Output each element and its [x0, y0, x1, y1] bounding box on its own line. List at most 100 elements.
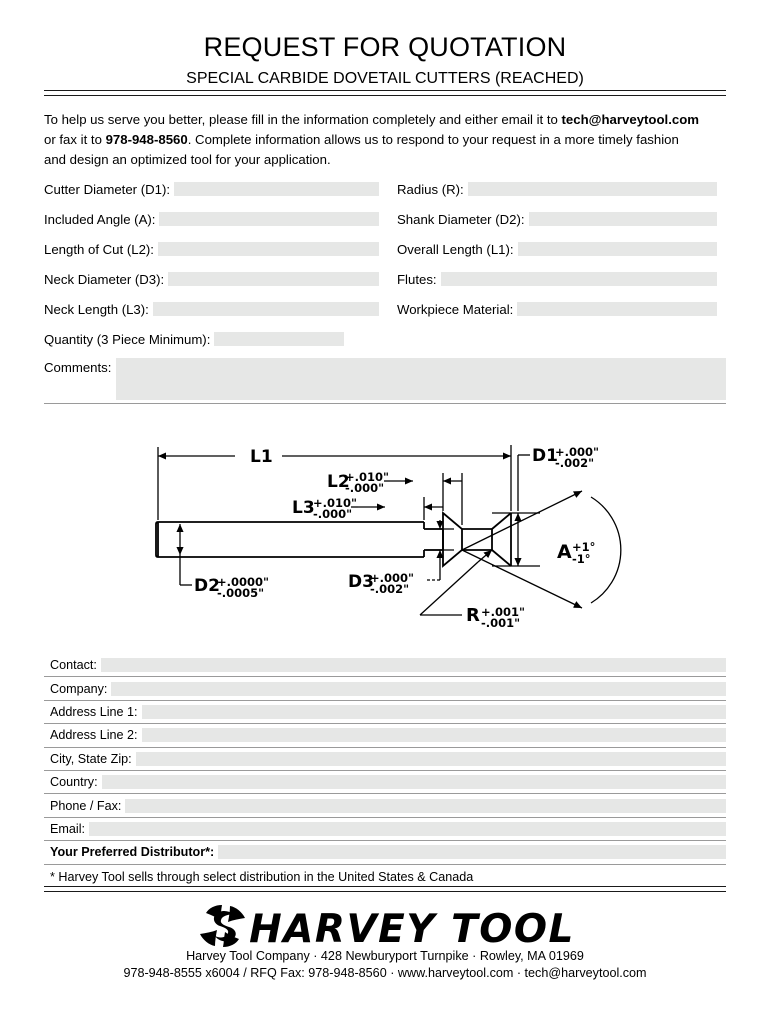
spec-input-neck-diameter[interactable] — [168, 272, 379, 286]
intro-text-part2: or fax it to — [44, 132, 106, 147]
intro-fax: 978-948-8560 — [105, 132, 188, 147]
diagram-label-l2-tol-lower: -.000" — [345, 481, 384, 495]
diagram-label-d3: D3 — [348, 572, 374, 592]
section-divider — [44, 403, 726, 404]
contact-label: City, State Zip: — [50, 751, 132, 766]
spec-row-length-of-cut: Length of Cut (L2): — [44, 234, 379, 264]
diagram-label-d1: D1 — [532, 446, 558, 466]
diagram-label-l3-tol-lower: -.000" — [313, 507, 352, 521]
diagram-label-l1: L1 — [250, 447, 273, 467]
spec-row-workpiece-material: Workpiece Material: — [397, 294, 717, 324]
contact-label: Email: — [50, 821, 85, 836]
comments-field-row: Comments: — [44, 358, 726, 400]
spec-input-cutter-diameter[interactable] — [174, 182, 379, 196]
spec-label: Cutter Diameter (D1): — [44, 181, 171, 197]
contact-input-address-1[interactable] — [141, 704, 726, 719]
spec-row-included-angle: Included Angle (A): — [44, 204, 379, 234]
spec-row-neck-diameter: Neck Diameter (D3): — [44, 264, 379, 294]
contact-input-address-2[interactable] — [141, 728, 726, 743]
diagram-label-l3: L3 — [292, 498, 315, 518]
page-subtitle: SPECIAL CARBIDE DOVETAIL CUTTERS (REACHE… — [186, 70, 584, 87]
contact-row-address-1: Address Line 1: — [44, 699, 726, 723]
diagram-label-d2: D2 — [194, 576, 220, 596]
spec-input-neck-length[interactable] — [152, 302, 379, 316]
contact-row-phone-fax: Phone / Fax: — [44, 793, 726, 816]
contact-input-phone-fax[interactable] — [125, 798, 726, 813]
diagram-label-d3-tol-upper: +.000" — [370, 571, 414, 585]
contact-input-country[interactable] — [101, 775, 726, 790]
spec-row-radius: Radius (R): — [397, 174, 717, 204]
spec-input-radius[interactable] — [467, 182, 717, 196]
spec-label: Neck Length (L3): — [44, 301, 149, 317]
diagram-label-r-tol-upper: +.001" — [481, 605, 525, 619]
spec-label: Included Angle (A): — [44, 211, 156, 227]
spec-fields-left-column: Cutter Diameter (D1): Included Angle (A)… — [44, 174, 379, 354]
diagram-label-a: A — [557, 541, 572, 563]
contact-input-contact[interactable] — [100, 658, 726, 673]
contact-label: Contact: — [50, 658, 97, 673]
header-divider — [44, 90, 726, 96]
spec-row-flutes: Flutes: — [397, 264, 717, 294]
diagram-label-d1-tol-upper: +.000" — [555, 445, 599, 459]
diagram-label-r-tol-lower: -.001" — [481, 616, 520, 630]
page-title: REQUEST FOR QUOTATION — [203, 32, 567, 62]
harvey-tool-logo: HARVEY TOOL — [0, 901, 770, 958]
spec-label: Workpiece Material: — [397, 301, 514, 317]
spec-fields-right-column: Radius (R): Shank Diameter (D2): Overall… — [397, 174, 717, 324]
contact-label: Company: — [50, 681, 108, 696]
contact-input-preferred-distributor[interactable] — [218, 845, 726, 860]
spec-input-length-of-cut[interactable] — [157, 242, 379, 256]
contact-input-company[interactable] — [111, 681, 726, 696]
intro-paragraph: To help us serve you better, please fill… — [44, 110, 704, 170]
diagram-label-d2-tol-upper: +.0000" — [217, 575, 269, 589]
spec-row-neck-length: Neck Length (L3): — [44, 294, 379, 324]
contact-label: Country: — [50, 775, 98, 790]
contact-label: Address Line 2: — [50, 728, 138, 743]
contact-input-city-state-zip[interactable] — [135, 751, 726, 766]
contact-label: Your Preferred Distributor*: — [50, 845, 215, 860]
diagram-label-l2-tol-upper: +.010" — [345, 470, 389, 484]
contact-information-table: Contact: Company: Address Line 1: Addres… — [44, 654, 726, 889]
contact-row-contact: Contact: — [44, 654, 726, 676]
comments-textarea[interactable] — [116, 358, 726, 400]
contact-row-country: Country: — [44, 769, 726, 793]
spec-label: Overall Length (L1): — [397, 241, 514, 257]
spec-input-quantity[interactable] — [214, 332, 345, 346]
intro-text-part3: . Complete information allows us to resp… — [44, 132, 679, 167]
footer-divider — [44, 886, 726, 892]
spec-input-flutes[interactable] — [440, 272, 717, 286]
diagram-label-r: R — [466, 605, 480, 626]
contact-label: Phone / Fax: — [50, 798, 122, 813]
pinwheel-s-icon — [195, 901, 251, 958]
spec-input-workpiece-material[interactable] — [517, 302, 717, 316]
spec-row-shank-diameter: Shank Diameter (D2): — [397, 204, 717, 234]
spec-label: Neck Diameter (D3): — [44, 271, 165, 287]
contact-row-address-2: Address Line 2: — [44, 723, 726, 746]
diagram-label-d3-tol-lower: -.002" — [370, 582, 409, 596]
contact-row-preferred-distributor: Your Preferred Distributor*: — [44, 840, 726, 863]
spec-label: Quantity (3 Piece Minimum): — [44, 331, 211, 347]
diagram-label-d1-tol-lower: -.002" — [555, 456, 594, 470]
contact-row-company: Company: — [44, 676, 726, 699]
spec-label: Radius (R): — [397, 181, 464, 197]
tool-dimension-diagram: L1 L2 +.010" -.000" L3 +.010" -.000" — [110, 425, 670, 640]
footer-contact-line: 978-948-8555 x6004 / RFQ Fax: 978-948-85… — [123, 966, 647, 980]
distribution-footnote: * Harvey Tool sells through select distr… — [44, 863, 726, 889]
intro-text-part1: To help us serve you better, please fill… — [44, 112, 562, 127]
contact-row-email: Email: — [44, 816, 726, 840]
spec-row-cutter-diameter: Cutter Diameter (D1): — [44, 174, 379, 204]
spec-label: Shank Diameter (D2): — [397, 211, 525, 227]
footer-address-line: Harvey Tool Company · 428 Newburyport Tu… — [186, 949, 584, 963]
contact-input-email[interactable] — [89, 821, 726, 836]
spec-input-overall-length[interactable] — [517, 242, 717, 256]
spec-label: Flutes: — [397, 271, 437, 287]
diagram-label-l3-tol-upper: +.010" — [313, 496, 357, 510]
spec-input-shank-diameter[interactable] — [528, 212, 717, 226]
spec-input-included-angle[interactable] — [159, 212, 379, 226]
diagram-label-a-tol-lower: -1° — [572, 552, 591, 566]
spec-row-quantity: Quantity (3 Piece Minimum): — [44, 324, 379, 354]
comments-label: Comments: — [44, 360, 112, 375]
diagram-label-d2-tol-lower: -.0005" — [217, 586, 264, 600]
contact-label: Address Line 1: — [50, 704, 138, 719]
